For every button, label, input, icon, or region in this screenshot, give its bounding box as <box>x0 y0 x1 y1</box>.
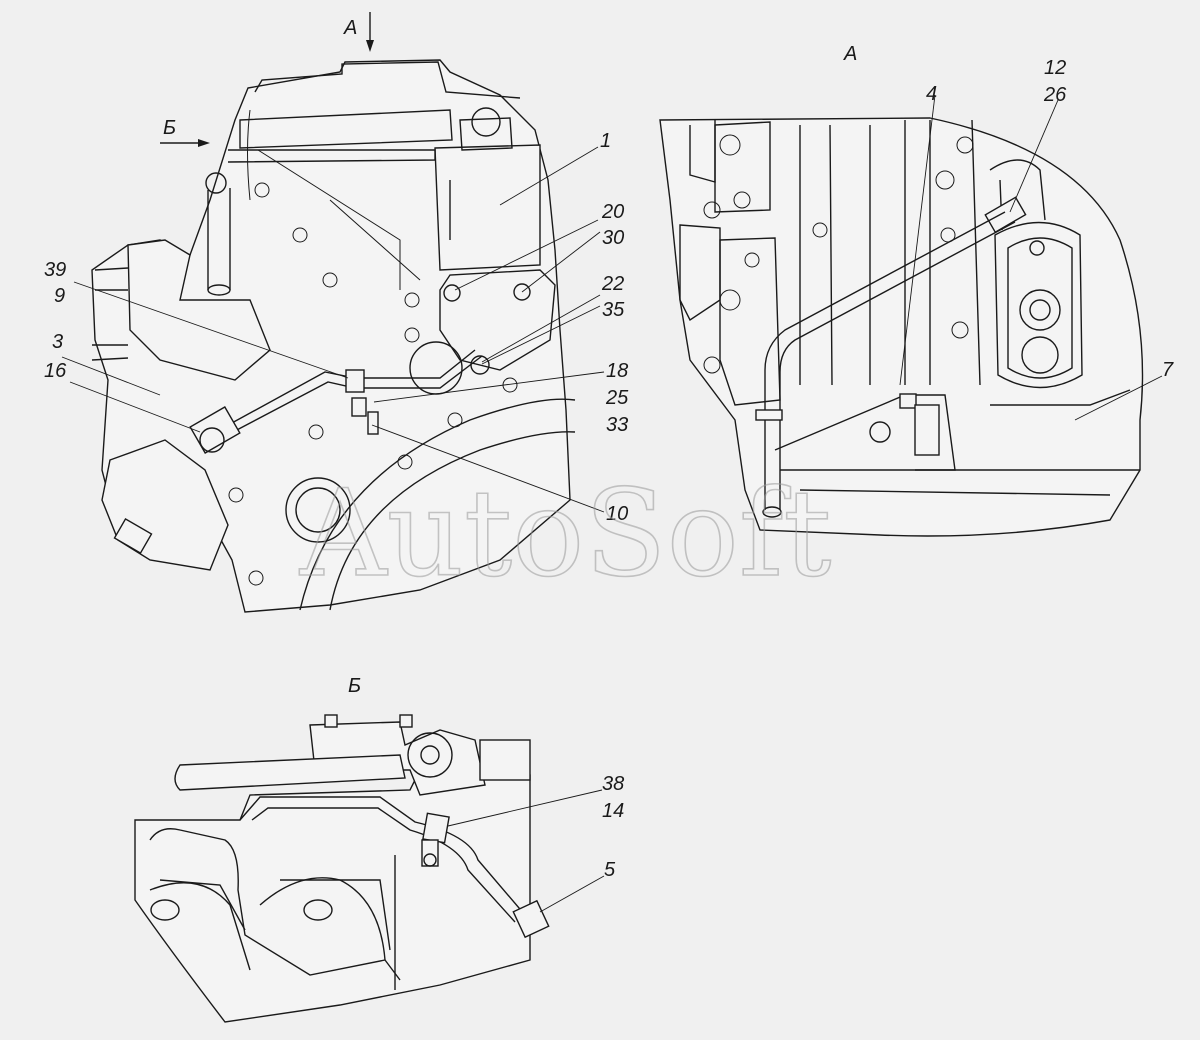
callout-33: 33 <box>606 414 628 436</box>
callout-4: 4 <box>926 83 937 105</box>
bracket-plate <box>439 269 556 371</box>
view-a-title: А <box>843 43 857 65</box>
callout-3: 3 <box>52 331 63 353</box>
view-b-title: Б <box>348 675 361 697</box>
callout-1: 1 <box>600 130 611 152</box>
callout-26: 26 <box>1043 84 1067 106</box>
pump-housing <box>127 239 271 381</box>
clamp-38 <box>422 812 450 844</box>
view-b <box>134 714 550 1023</box>
view-a <box>659 117 1144 537</box>
callout-20: 20 <box>601 201 624 223</box>
fitting-16 <box>189 406 241 454</box>
callout-38: 38 <box>602 773 624 795</box>
clamp-18 <box>345 369 365 393</box>
callout-10: 10 <box>606 503 628 525</box>
callout-30: 30 <box>602 227 624 249</box>
pipe-5 <box>239 796 526 916</box>
pipe-4 <box>764 211 1006 510</box>
flywheel-arc <box>299 398 576 611</box>
top-cover <box>254 61 521 99</box>
callout-35: 35 <box>602 299 625 321</box>
callout-22: 22 <box>601 273 624 295</box>
main-view <box>91 59 576 613</box>
filter-housing <box>994 221 1083 389</box>
fitting-5 <box>512 899 550 939</box>
view-arrow-b <box>160 139 210 147</box>
leaders-view-a <box>899 94 1163 421</box>
callout-25: 25 <box>605 387 629 409</box>
callout-14: 14 <box>602 800 624 822</box>
reservoir-1 <box>434 144 541 271</box>
leaders-view-b <box>447 789 605 913</box>
callout-12: 12 <box>1044 57 1066 79</box>
view-arrow-a <box>366 12 374 52</box>
callout-7: 7 <box>1162 359 1174 381</box>
callout-9: 9 <box>54 285 65 307</box>
watermark: AutoSoft <box>299 465 832 604</box>
callout-18: 18 <box>606 360 628 382</box>
leaders-main <box>61 146 605 513</box>
view-b-arrow-label: Б <box>163 117 176 139</box>
callout-5: 5 <box>604 859 616 881</box>
view-a-arrow-label: А <box>343 17 357 39</box>
callout-16: 16 <box>44 360 67 382</box>
callout-39: 39 <box>44 259 66 281</box>
